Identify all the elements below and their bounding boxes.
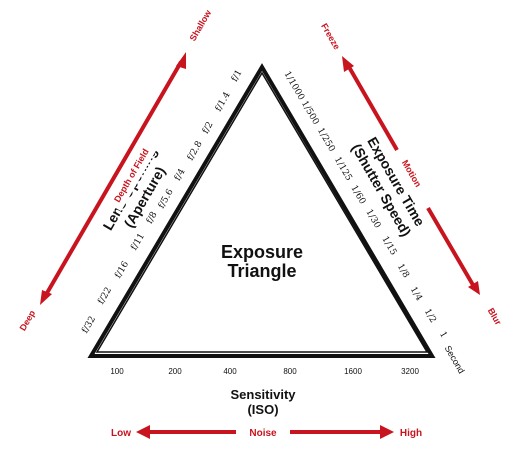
noise-start-label: Low [111,428,131,439]
aperture-stop-label: f/2.8 [186,139,205,162]
shutter-speed-label: 1 [437,330,449,340]
shutter-speed-label: 1/4 [408,285,424,303]
shutter-speed-label: 1/30 [363,208,382,231]
iso-value-label: 3200 [401,367,419,376]
center-title-line2: Triangle [227,261,296,281]
noise-end-label: High [400,428,422,439]
iso-value-label: 200 [168,367,182,376]
iso-value-labels: 100 200 400 800 1600 3200 [110,367,419,376]
shutter-speed-labels: 1/1000 1/500 1/250 1/125 1/60 1/30 1/15 … [281,70,466,375]
depth-of-field-arrow [40,52,186,305]
aperture-stop-label: f/32 [80,315,98,335]
shutter-speed-label: 1/250 [315,126,337,154]
aperture-stop-label: f/5.6 [157,187,176,210]
depth-of-field-start-label: Deep [18,308,38,332]
aperture-stop-label: f/22 [96,286,114,306]
aperture-stop-label: f/1 [230,68,245,83]
aperture-stop-label: f/16 [113,260,131,281]
motion-start-label: Freeze [319,22,342,52]
iso-value-label: 800 [283,367,297,376]
aperture-stop-label: f/2 [201,120,216,135]
shutter-speed-label: 1/2 [422,307,438,325]
shutter-speed-label: 1/60 [348,184,367,207]
shutter-speed-label: 1/1000 [281,70,306,103]
aperture-stop-label: f/4 [173,167,188,183]
motion-arrow [342,56,480,295]
iso-title-line1: Sensitivity [230,387,296,402]
iso-value-label: 100 [110,367,124,376]
shutter-speed-label: 1/500 [299,99,321,127]
shutter-unit-label: Second [443,344,467,375]
iso-value-label: 1600 [344,367,362,376]
shutter-speed-label: 1/15 [379,235,398,258]
aperture-stop-label: f/1.4 [214,90,233,113]
noise-label: Noise [249,428,277,439]
depth-of-field-end-label: Shallow [188,7,214,42]
aperture-stop-label: f/11 [129,232,147,252]
aperture-stop-label: f/8 [145,210,160,226]
center-title-line1: Exposure [221,242,303,262]
shutter-speed-label: 1/8 [395,262,411,280]
aperture-stop-labels: f/32 f/22 f/16 f/11 f/8 f/5.6 f/4 f/2.8 … [80,68,244,335]
shutter-speed-label: 1/125 [332,155,354,183]
triangle [87,63,436,358]
iso-value-label: 400 [223,367,237,376]
motion-end-label: Blur [486,306,504,327]
iso-title-line2: (ISO) [247,402,278,417]
noise-arrow [136,425,394,439]
